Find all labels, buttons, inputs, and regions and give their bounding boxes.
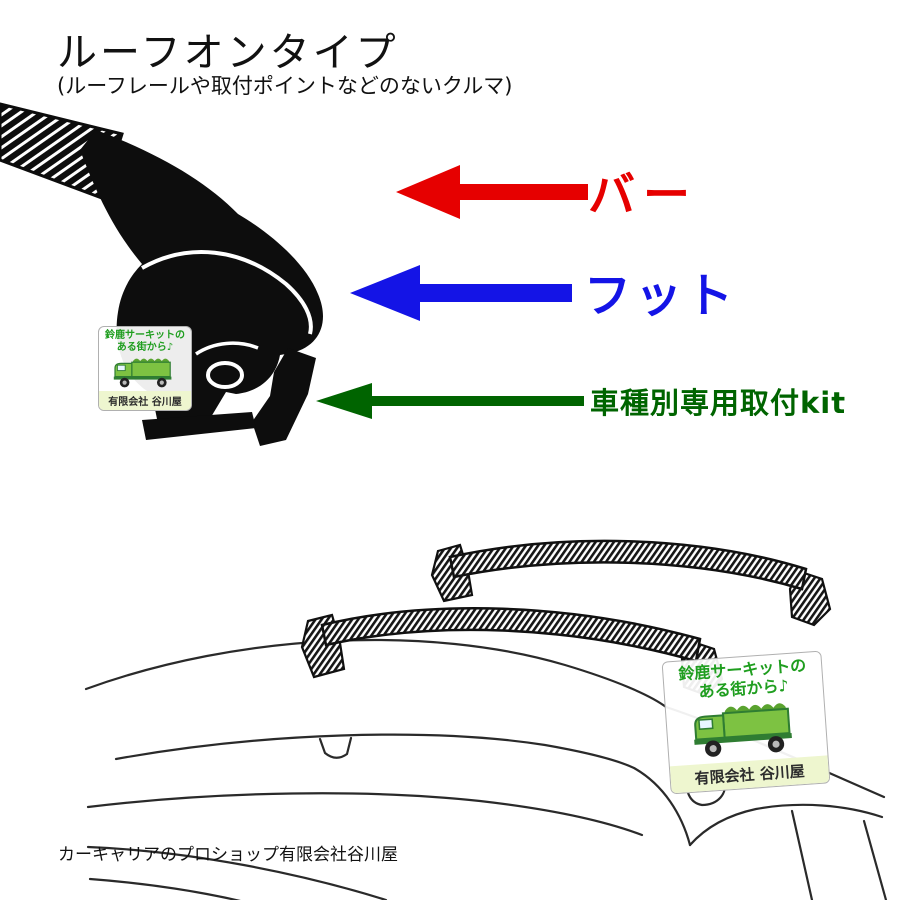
watermark-badge-small: 鈴鹿サーキットの ある街から♪ 有限会社 谷川屋 [98, 326, 192, 411]
crossbar-rear [430, 539, 832, 627]
kit-label: 車種別専用取付kit [590, 386, 847, 420]
watermark-company: 有限会社 谷川屋 [99, 391, 191, 410]
page-title: ルーフオンタイプ [57, 30, 399, 76]
watermark-line1: 鈴鹿サーキットの [105, 330, 185, 341]
kit-arrow [316, 381, 584, 421]
watermark-line2: ある街から♪ [116, 342, 174, 353]
foot-label: フット [584, 269, 737, 324]
truck-icon [694, 703, 792, 758]
page-subtitle: (ルーフレールや取付ポイントなどのないクルマ) [57, 74, 513, 98]
left-arrow-icon [396, 165, 588, 219]
truck-icon [113, 358, 172, 388]
bar-label: バー [588, 168, 698, 223]
foot-arrow [350, 263, 572, 323]
watermark-badge-large: 鈴鹿サーキットの ある街から♪ 有限会社 谷川屋 [661, 650, 831, 795]
left-arrow-icon [350, 265, 572, 321]
footer-text: カーキャリアのプロショップ有限会社谷川屋 [58, 845, 398, 865]
bar-arrow [396, 163, 588, 221]
left-arrow-icon [316, 383, 584, 419]
